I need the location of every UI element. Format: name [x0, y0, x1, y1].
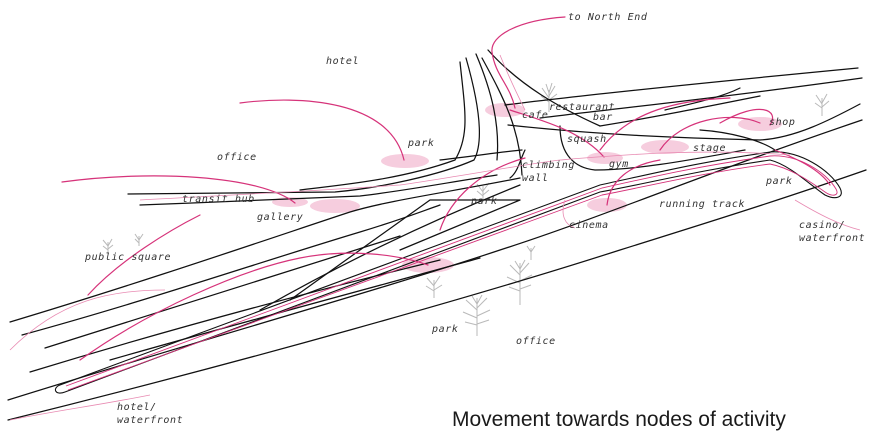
path-stage-arc — [659, 116, 761, 151]
path-climbing — [439, 157, 526, 231]
path-north-end — [491, 16, 566, 109]
movement-paths — [61, 16, 831, 361]
path-lower-park — [79, 252, 429, 361]
tree-icon — [506, 259, 533, 305]
label-hotel: hotel — [326, 56, 359, 67]
label-to-north-end: to North End — [568, 12, 648, 23]
node-gallery — [310, 199, 360, 213]
label-casino: casino/ — [799, 220, 845, 231]
labels: to North End hotel restaurant cafe bar s… — [84, 12, 865, 426]
label-office-left: office — [217, 152, 257, 163]
label-bar: bar — [593, 112, 613, 123]
tree-icon — [102, 238, 114, 254]
diagram-caption: Movement towards nodes of activity — [452, 408, 786, 431]
path-public-square — [87, 214, 201, 296]
label-cinema: cinema — [569, 220, 609, 231]
label-park-right: park — [765, 176, 792, 187]
label-office-bottom: office — [516, 336, 556, 347]
label-gym: gym — [609, 159, 629, 170]
label-wall: wall — [522, 173, 548, 184]
tree-icon — [814, 93, 830, 116]
node-stage — [641, 140, 689, 154]
path-cinema — [606, 159, 661, 206]
running-track — [54, 151, 842, 394]
tree-icon — [476, 182, 490, 202]
label-shop: shop — [769, 117, 795, 128]
label-running-track: running track — [659, 199, 745, 210]
label-squash: squash — [567, 134, 607, 145]
node-gym — [587, 152, 623, 164]
label-park-top: park — [407, 138, 434, 149]
label-park-mid: park — [470, 196, 497, 207]
tree-icon — [134, 233, 144, 246]
label-waterfront-right: waterfront — [799, 233, 865, 244]
path-restaurant-shop — [599, 97, 731, 151]
tree-icon — [526, 245, 536, 260]
label-stage: stage — [693, 143, 726, 154]
node-park-top — [381, 154, 429, 168]
road-network — [7, 49, 867, 421]
tree-icon — [462, 294, 491, 336]
label-waterfront-left: waterfront — [117, 415, 183, 426]
label-gallery: gallery — [257, 212, 303, 223]
path-cafe-gym — [509, 109, 605, 158]
label-public-square: public square — [84, 252, 171, 263]
path-park-right — [774, 149, 831, 186]
tree-icon — [425, 275, 443, 298]
path-office-transit — [61, 175, 296, 204]
tree-icon — [540, 82, 558, 112]
label-park-bottom: park — [431, 324, 458, 335]
label-climbing: climbing — [522, 160, 575, 171]
secondary-paths — [9, 54, 861, 421]
node-shop — [738, 117, 782, 131]
path-hotel-park — [239, 99, 405, 161]
trees — [102, 82, 830, 336]
label-transit-hub: transit hub — [182, 194, 255, 205]
label-restaurant: restaurant — [549, 102, 615, 113]
label-cafe: cafe — [522, 110, 548, 121]
label-hotel-slash: hotel/ — [117, 402, 157, 413]
